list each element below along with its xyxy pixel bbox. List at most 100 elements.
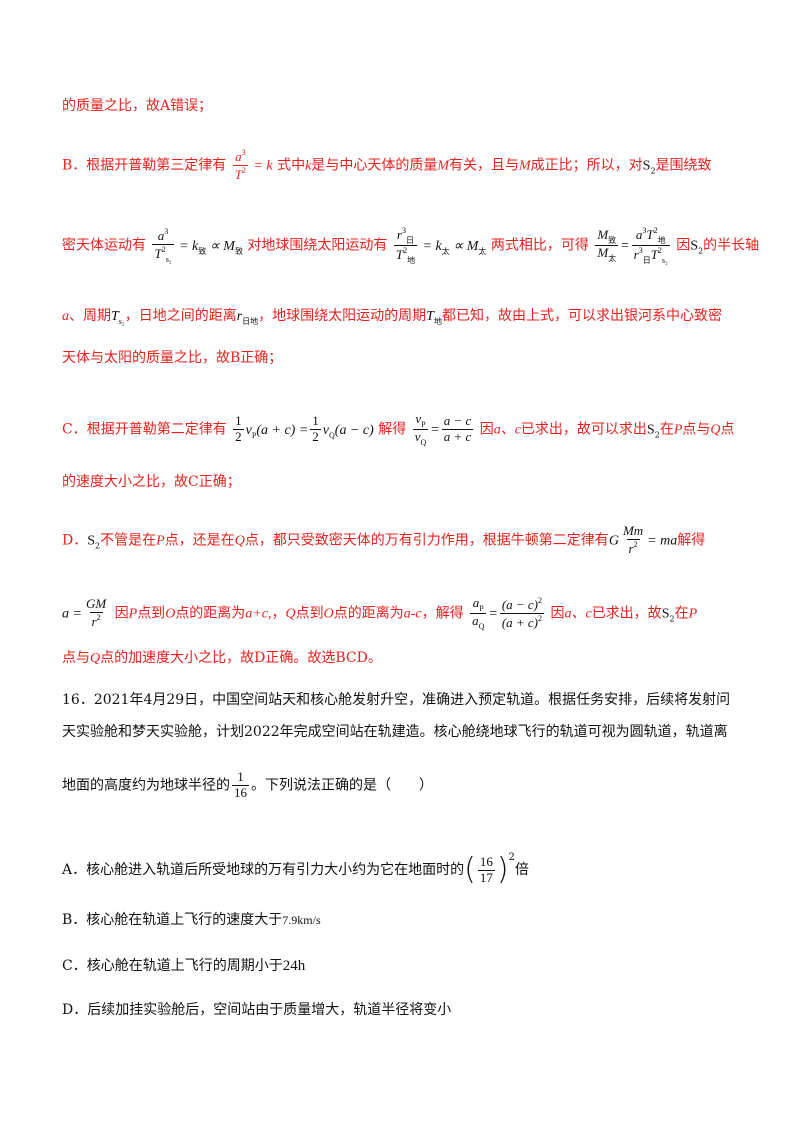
- text: 因: [114, 605, 129, 622]
- text: 点与: [682, 421, 711, 438]
- text: 的半长轴: [703, 237, 760, 254]
- option-a-text: 倍: [514, 862, 529, 878]
- text: 点到: [137, 605, 166, 622]
- text: 因: [550, 605, 565, 622]
- text: 式中: [277, 157, 306, 174]
- formula-acc-ratio: (a − c)2(a + c)2: [499, 596, 545, 631]
- left-paren: (: [464, 852, 476, 887]
- text: ，地球围绕太阳运动的周期: [258, 308, 427, 324]
- exponent: 2: [508, 852, 515, 863]
- var-P: P: [673, 422, 683, 438]
- solution-d-line-3: 点与Q点的加速度大小之比，故D正确。故选BCD。: [62, 648, 382, 669]
- text: 密天体运动有: [62, 237, 146, 254]
- numerator: 1: [237, 769, 244, 784]
- var-ts2: Ts₂: [111, 309, 125, 326]
- text: 点到: [295, 605, 324, 622]
- var-r: r日地: [236, 309, 259, 326]
- text: C．根据开普勒第二定律有: [62, 421, 227, 438]
- option-d-text: D．后续加挂实验舱后，空间站由于质量增大，轨道半径将变小: [62, 1002, 452, 1018]
- text: 有关，且与: [449, 157, 519, 174]
- solution-c-line-2: 的速度大小之比，故C正确；: [62, 472, 241, 492]
- option-a-text: A．核心舱进入轨道后所受地球的万有引力大小约为它在地面时的: [62, 862, 465, 878]
- text: D．: [62, 532, 88, 549]
- var-a-minus-c: a-c: [403, 606, 422, 622]
- text: 点: [720, 421, 735, 438]
- right-paren: ): [496, 852, 509, 887]
- text: ，日地之间的距离: [124, 308, 237, 324]
- text: 因: [479, 421, 494, 438]
- option-b[interactable]: B．核心舱在轨道上飞行的速度大于7.9km/s: [62, 910, 321, 930]
- question-text: 。下列说法正确的是（ ）: [251, 777, 433, 794]
- text: 点的距离为: [175, 605, 246, 622]
- var-t: T地: [426, 309, 442, 326]
- text: 点，都只受致密天体的万有引力作用，根据牛顿第二定律有: [244, 532, 609, 549]
- option-c-text: C．核心舱在轨道上飞行的周期小于: [62, 958, 283, 974]
- var-P: P: [156, 533, 165, 549]
- denominator: 16: [232, 784, 249, 800]
- text: 在: [659, 421, 674, 438]
- option-c-value: 24h: [282, 958, 306, 974]
- solution-b-line-4: 天体与太阳的质量之比，故B正确；: [62, 348, 282, 368]
- text: 的速度大小之比，故C正确；: [62, 474, 241, 490]
- var-P: P: [128, 606, 138, 622]
- var-Q: Q: [90, 651, 101, 666]
- question-16-line-1: 16．2021年4月29日，中国空间站天和核心舱发射升空，准确进入预定轨道。根据…: [62, 690, 730, 710]
- text: 解得: [378, 421, 407, 438]
- var-s2: S: [646, 422, 655, 438]
- solution-b-line-3: a、周期Ts₂，日地之间的距离r日地，地球围绕太阳运动的周期T地都已知，故由上式…: [62, 306, 722, 332]
- text: 点与: [62, 650, 90, 666]
- var-ac: a、c: [564, 606, 592, 622]
- solution-a-tail: 的质量之比，故A错误；: [62, 96, 212, 116]
- var-a-plus-c: a+c,: [245, 606, 272, 622]
- text: 已求出，故: [591, 605, 662, 622]
- solution-a-text: 的质量之比，故A错误；: [62, 98, 213, 114]
- var-Q: Q: [285, 606, 296, 622]
- text: B．根据开普勒第三定律有: [62, 157, 227, 174]
- var-s2: S: [661, 606, 670, 622]
- var-s2: S: [690, 238, 699, 254]
- text: 是与中心天体的质量: [311, 157, 438, 174]
- var-P: P: [688, 606, 698, 622]
- denominator: 17: [477, 869, 495, 885]
- text: 点的加速度大小之比，故D正确。故选BCD。: [100, 650, 382, 666]
- question-16-line-2: 天实验舱和梦天实验舱，计划2022年完成空间站在轨建造。核心舱绕地球飞行的轨道可…: [62, 722, 728, 742]
- text: 在: [674, 605, 689, 622]
- var-ac: a、c: [493, 422, 521, 438]
- var-Q: Q: [234, 533, 245, 549]
- var-O: O: [165, 606, 176, 622]
- question-text: 天实验舱和梦天实验舱，计划2022年完成空间站在轨建造。核心舱绕地球飞行的轨道可…: [62, 724, 728, 740]
- text: 已求出，故可以求出: [520, 421, 647, 438]
- text: 、周期: [69, 308, 111, 324]
- option-d[interactable]: D．后续加挂实验舱后，空间站由于质量增大，轨道半径将变小: [62, 1000, 451, 1020]
- var-M: M: [437, 158, 449, 174]
- numerator: 16: [479, 853, 493, 869]
- text: 点，还是在: [164, 532, 235, 549]
- text: 成正比；所以，对: [530, 157, 643, 174]
- text: 不管是在: [100, 532, 157, 549]
- text: 因: [676, 237, 691, 254]
- option-b-value: 7.9km/s: [282, 913, 321, 927]
- text: ，: [271, 605, 286, 622]
- option-c[interactable]: C．核心舱在轨道上飞行的周期小于24h: [62, 956, 305, 976]
- var-a: a: [62, 309, 69, 324]
- question-text: 16．2021年4月29日，中国空间站天和核心舱发射升空，准确进入预定轨道。根据…: [62, 692, 731, 708]
- text: 都已知，故由上式，可以求出银河系中心致密: [441, 308, 722, 324]
- text: 两式相比，可得: [490, 237, 589, 254]
